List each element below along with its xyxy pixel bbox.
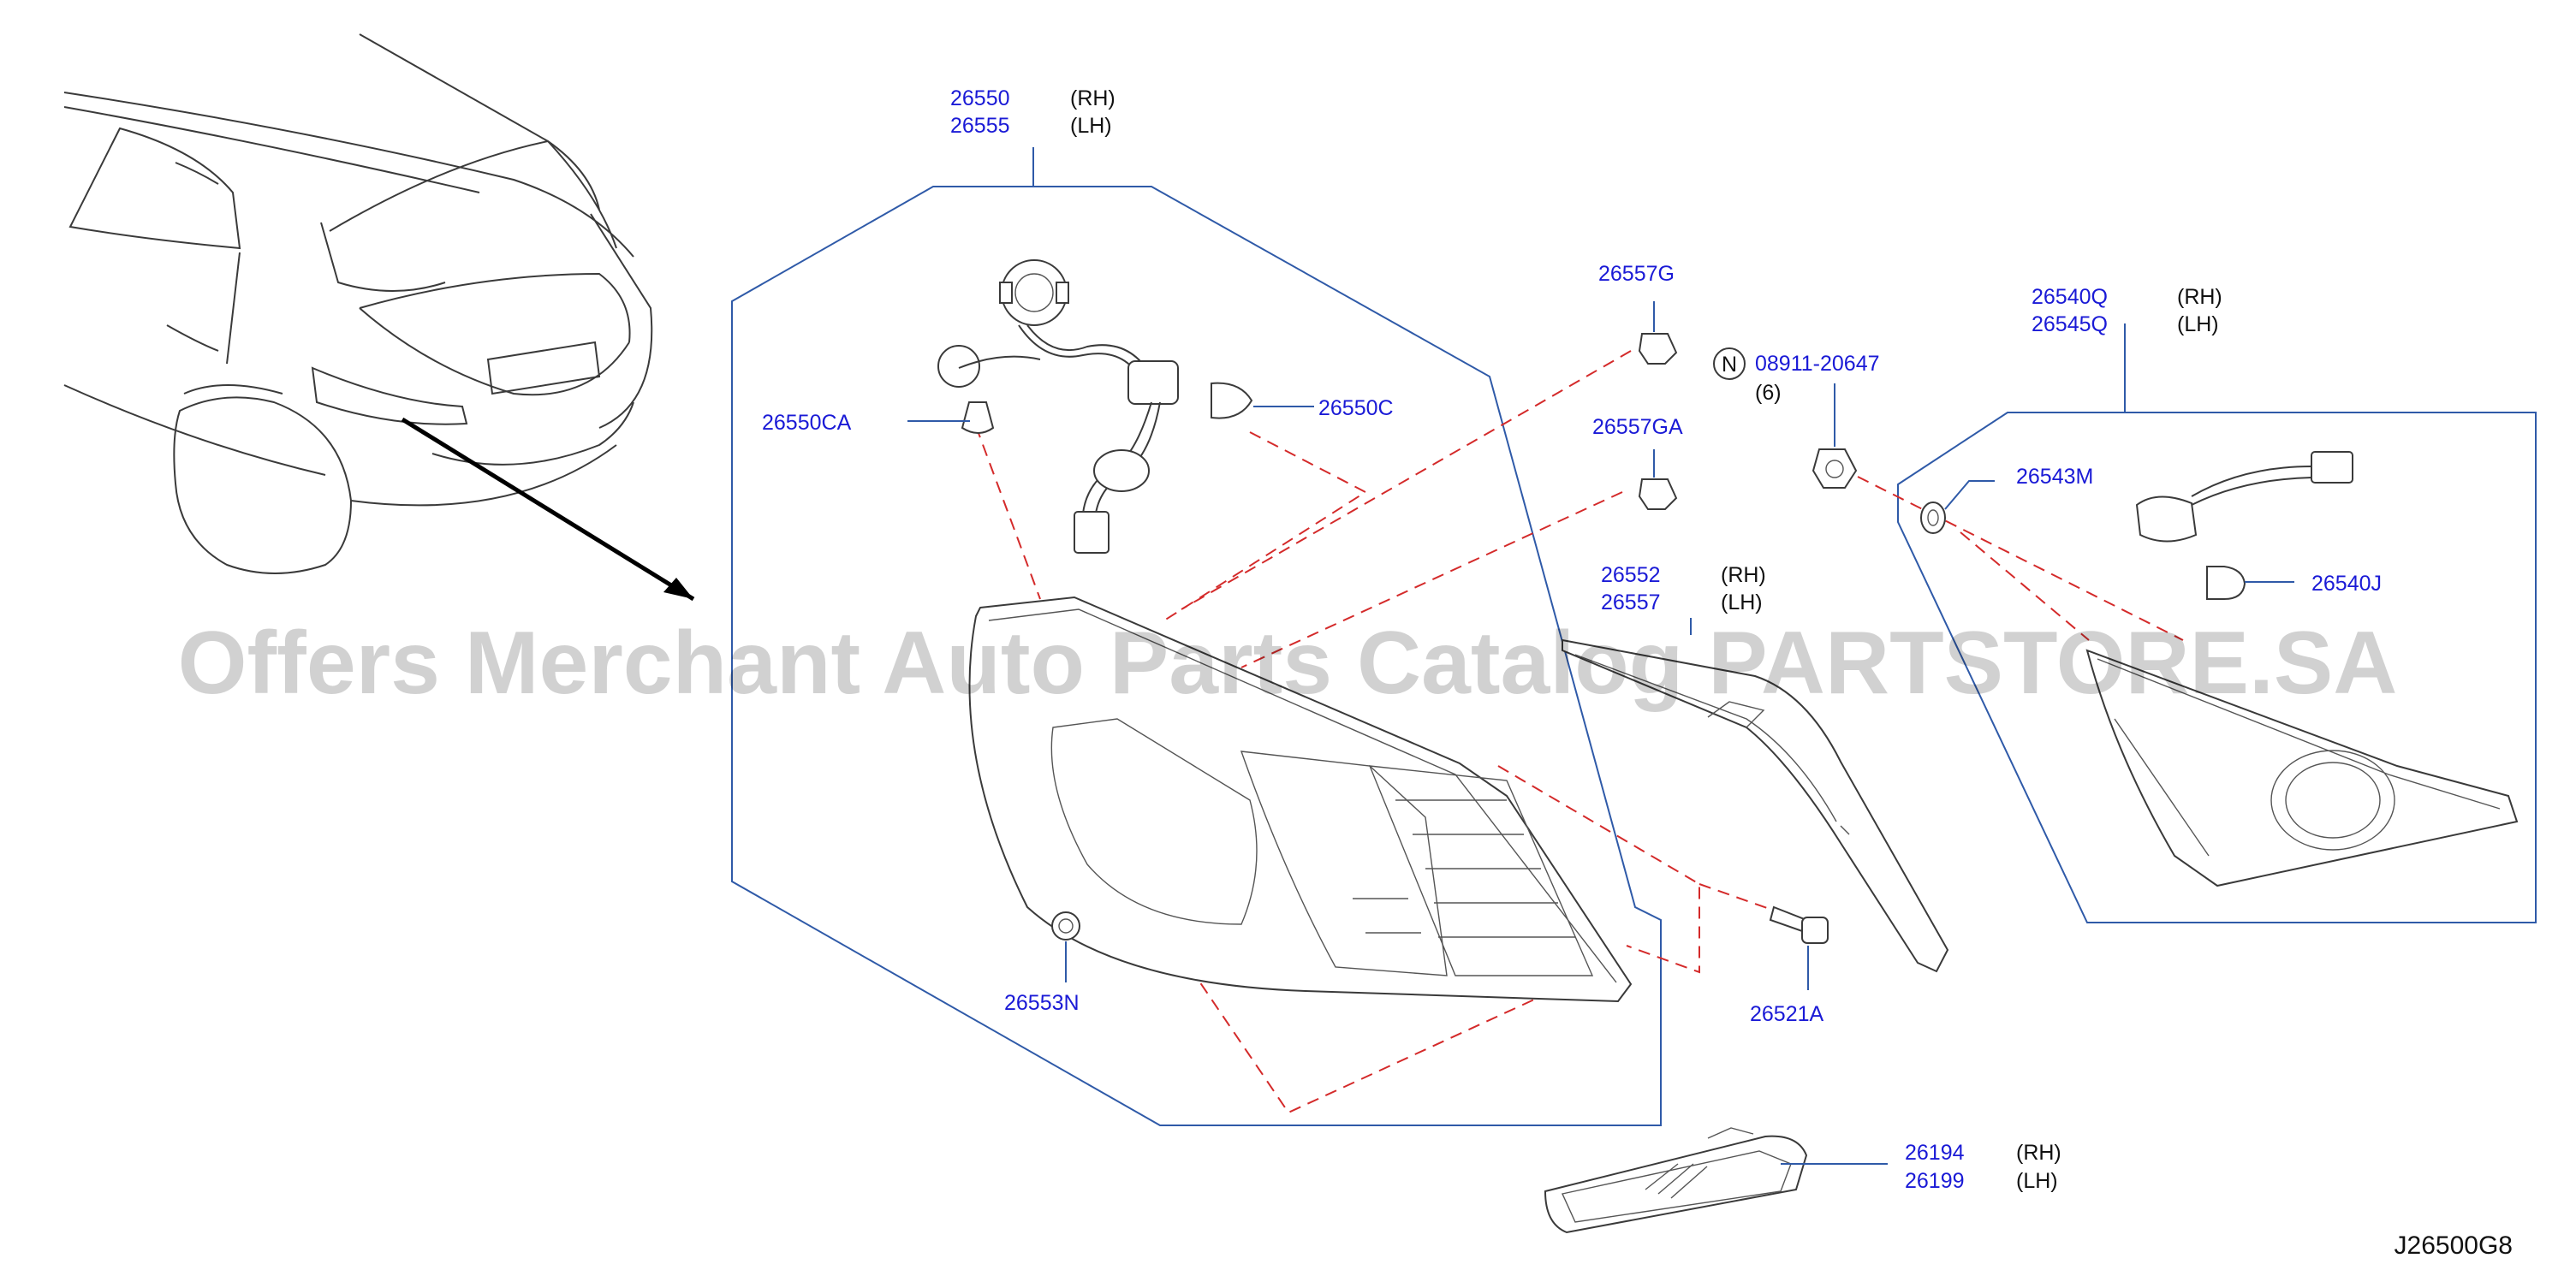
harness-socket (907, 259, 1314, 554)
back-door-lamp (2085, 451, 2519, 887)
nut-marker-label: N (1722, 353, 1737, 377)
part-number-26555[interactable]: 26555 (950, 114, 1010, 138)
lamp-garnish (1562, 618, 1949, 973)
side-lh-label: (LH) (2016, 1169, 2058, 1193)
part-number-26557[interactable]: 26557 (1601, 590, 1661, 614)
direction-arrow-icon (663, 578, 693, 599)
part-number-26199[interactable]: 26199 (1905, 1169, 1965, 1193)
side-rh-label: (RH) (2177, 285, 2222, 309)
part-number-26552[interactable]: 26552 (1601, 563, 1661, 587)
side-rh-label: (RH) (1721, 563, 1766, 587)
part-number-26543M[interactable]: 26543M (2016, 465, 2093, 489)
part-number-26194[interactable]: 26194 (1905, 1141, 1965, 1165)
assembly-boundaries (731, 147, 2537, 1126)
side-lh-label: (LH) (2177, 312, 2219, 336)
vehicle-rear-illustration (63, 33, 695, 602)
part-number-08911-20647[interactable]: 08911-20647 (1755, 352, 1880, 376)
side-lh-label: (LH) (1721, 590, 1763, 614)
reflex-reflector (1544, 1127, 1888, 1234)
side-rh-label: (RH) (1070, 86, 1115, 110)
part-number-26540J[interactable]: 26540J (2311, 572, 2382, 596)
nut-quantity-label: (6) (1755, 381, 1782, 405)
rear-combination-lamp (968, 596, 1633, 1003)
part-number-26557G[interactable]: 26557G (1598, 262, 1675, 286)
side-rh-label: (RH) (2016, 1141, 2061, 1165)
nut-marker-icon (1713, 347, 1746, 380)
part-number-26550C[interactable]: 26550C (1318, 396, 1394, 420)
side-lh-label: (LH) (1070, 114, 1112, 138)
part-number-26550[interactable]: 26550 (950, 86, 1010, 110)
part-number-26540Q[interactable]: 26540Q (2032, 285, 2108, 309)
small-fasteners (1051, 301, 1995, 990)
part-number-26550CA[interactable]: 26550CA (762, 411, 852, 435)
part-number-26521A[interactable]: 26521A (1750, 1002, 1824, 1026)
fitment-lines (975, 350, 2184, 1114)
watermark-text: Offers Merchant Auto Parts Catalog PARTS… (178, 614, 2398, 713)
diagram-reference-code: J26500G8 (2395, 1231, 2513, 1260)
part-number-26557GA[interactable]: 26557GA (1592, 415, 1683, 439)
part-number-26553N[interactable]: 26553N (1004, 991, 1080, 1015)
part-number-26545Q[interactable]: 26545Q (2032, 312, 2108, 336)
